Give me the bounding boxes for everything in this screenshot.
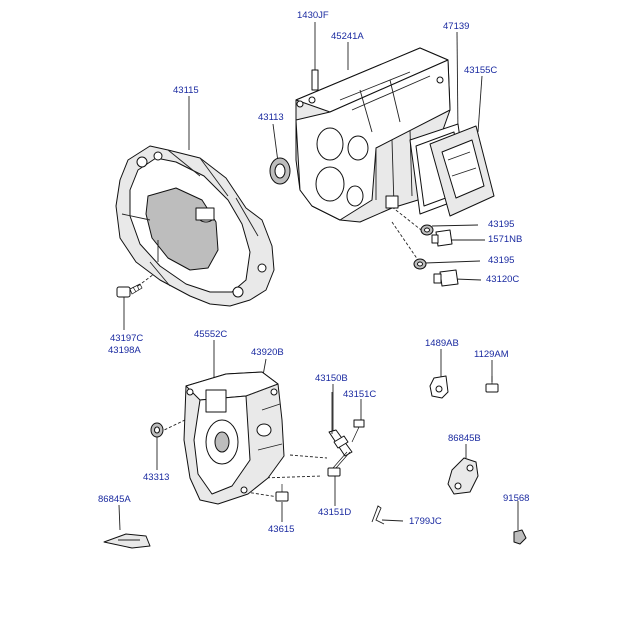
label-43195-upper: 43195 bbox=[488, 219, 515, 230]
label-43150B: 43150B bbox=[315, 373, 348, 384]
label-1489AB: 1489AB bbox=[425, 338, 459, 349]
label-43115: 43115 bbox=[173, 85, 199, 96]
label-43151C: 43151C bbox=[343, 389, 377, 400]
label-43197C: 43197C bbox=[110, 333, 144, 344]
label-86845A: 86845A bbox=[98, 494, 131, 505]
plate-86845A bbox=[103, 533, 151, 549]
label-45241A: 45241A bbox=[331, 31, 364, 42]
plug-43120C bbox=[433, 269, 459, 287]
label-47139: 47139 bbox=[443, 21, 470, 32]
bracket-1489AB bbox=[429, 375, 449, 399]
washer-43195-upper bbox=[420, 224, 434, 236]
oil-seal-43113 bbox=[269, 157, 291, 185]
label-43198A: 43198A bbox=[108, 345, 141, 356]
bolt-1129AM bbox=[485, 376, 499, 393]
bolt-43151D bbox=[327, 451, 351, 477]
label-43920B: 43920B bbox=[251, 347, 284, 358]
transmission-case-45241A bbox=[295, 47, 451, 223]
label-1129AM: 1129AM bbox=[474, 349, 509, 360]
label-45552C: 45552C bbox=[194, 329, 228, 340]
bolt-43197C bbox=[116, 283, 143, 298]
label-43195-lower: 43195 bbox=[488, 255, 515, 266]
pin-1430JF bbox=[311, 69, 319, 91]
label-43615: 43615 bbox=[268, 524, 295, 535]
label-91568: 91568 bbox=[503, 493, 530, 504]
clip-1799JC bbox=[371, 505, 385, 525]
label-43155C: 43155C bbox=[464, 65, 498, 76]
label-86845B: 86845B bbox=[448, 433, 481, 444]
label-43120C: 43120C bbox=[486, 274, 520, 285]
label-1799JC: 1799JC bbox=[409, 516, 442, 527]
label-43151D: 43151D bbox=[318, 507, 352, 518]
label-1430JF: 1430JF bbox=[297, 10, 329, 21]
extension-housing-43920B bbox=[183, 371, 285, 505]
bell-housing-43115 bbox=[115, 145, 275, 307]
bolt-43151C bbox=[351, 419, 365, 443]
label-43113: 43113 bbox=[258, 112, 284, 123]
cover-43155C bbox=[429, 125, 495, 217]
plug-1571NB bbox=[431, 229, 453, 247]
label-43313: 43313 bbox=[143, 472, 170, 483]
bracket-86845B bbox=[447, 457, 479, 495]
shift-lever-43150B bbox=[328, 392, 353, 457]
washer-43195-lower bbox=[413, 258, 427, 270]
seal-43313 bbox=[150, 422, 164, 438]
label-1571NB: 1571NB bbox=[488, 234, 523, 245]
bolt-43615 bbox=[275, 484, 289, 502]
connector-91568 bbox=[513, 529, 527, 545]
